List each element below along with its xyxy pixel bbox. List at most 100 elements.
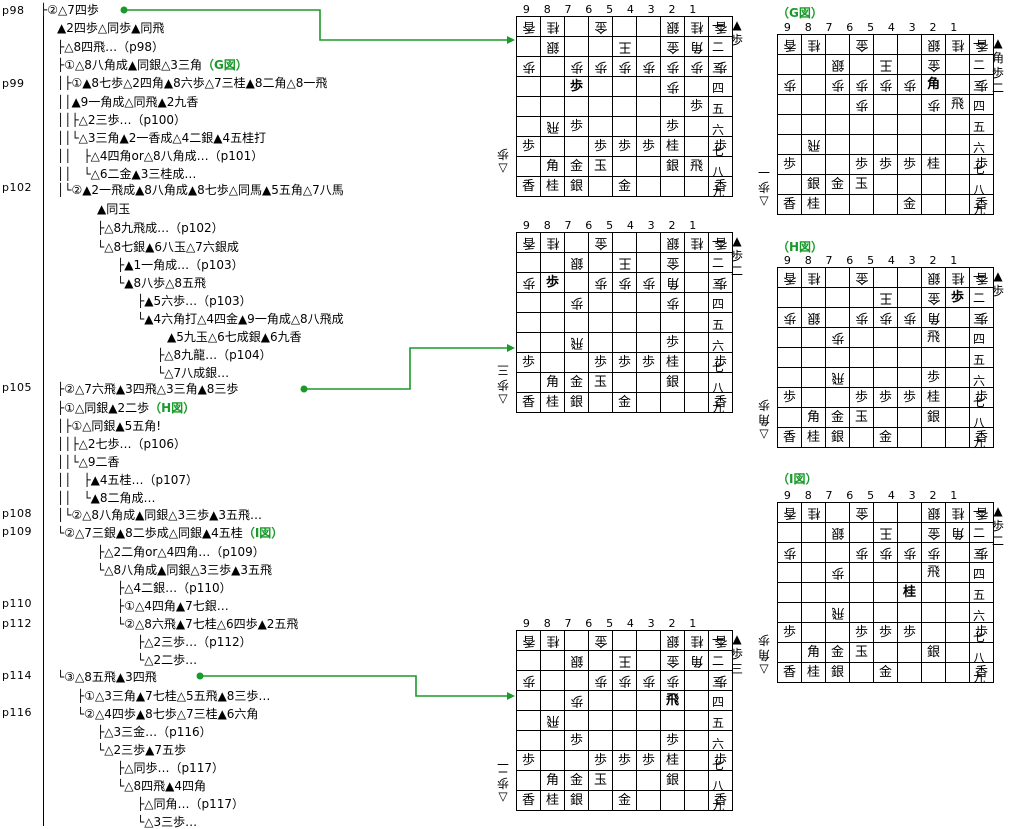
variation-line: ├△同角…（p117） (137, 797, 244, 811)
shogi-board: 香桂金銀桂香銀王金歩歩歩歩歩角歩歩歩飛歩歩歩歩歩桂歩角金玉銀香桂銀金香 (516, 232, 733, 413)
board-square: 桂 (945, 34, 970, 55)
board-square (636, 630, 661, 651)
board-square: 歩 (897, 154, 922, 175)
board-square (636, 392, 661, 413)
board-square (612, 630, 637, 651)
file-label: 3 (647, 617, 655, 630)
board-square: 歩 (612, 272, 637, 293)
board-square (849, 662, 874, 683)
variation-line: ├△4二銀…（p110） (117, 581, 232, 595)
rank-label: 一 (712, 235, 725, 249)
gote-hand: △ 歩 二 (497, 761, 510, 805)
board-square (660, 96, 685, 117)
board-square (825, 582, 850, 603)
rank-label: 二 (712, 39, 725, 54)
board-square: 飛 (684, 156, 709, 177)
board-square (873, 134, 898, 155)
file-label: 3 (908, 254, 916, 267)
board-square: 銀 (564, 392, 589, 413)
board-square: 香 (516, 16, 541, 37)
board-square (969, 54, 994, 75)
board-square: 歩 (660, 116, 685, 137)
board-square (945, 154, 970, 175)
board-square (564, 136, 589, 157)
board-square (801, 347, 826, 368)
file-label: 5 (867, 489, 875, 502)
board-square: 飛 (945, 94, 970, 115)
board-square: 香 (777, 502, 802, 523)
board-square: 歩 (897, 74, 922, 95)
rank-label: 五 (712, 716, 725, 731)
board-square (873, 502, 898, 523)
variation-line: └△8八角成▲同銀△3三歩▲3五飛 (97, 563, 273, 577)
board-square: 金 (825, 174, 850, 195)
board-square: 桂 (540, 16, 565, 37)
board-square (945, 134, 970, 155)
board-square: 歩 (636, 136, 661, 157)
board-square (921, 347, 946, 368)
board-square (945, 662, 970, 683)
rank-label: 四 (712, 695, 725, 710)
board-square (588, 312, 613, 333)
file-label: 5 (606, 219, 614, 232)
board-square (588, 292, 613, 313)
board-square (873, 194, 898, 215)
board-square (897, 174, 922, 195)
shogi-board: 香桂金銀桂香銀王金角歩歩歩歩歩歩歩飛桂飛歩歩歩歩歩角金玉銀香桂銀金香 (777, 502, 994, 683)
board-square (564, 16, 589, 37)
file-label: 9 (522, 617, 530, 630)
file-label: 5 (606, 3, 614, 16)
board-square: 銀 (660, 372, 685, 393)
board-square (516, 650, 541, 671)
board-square: 歩 (873, 307, 898, 328)
board-square (516, 116, 541, 137)
board-square (588, 690, 613, 711)
board-square: 角 (801, 407, 826, 428)
board-square (708, 252, 733, 273)
board-square: 歩 (897, 542, 922, 563)
rank-label: 六 (973, 373, 986, 388)
board-square (684, 332, 709, 353)
board-square (612, 690, 637, 711)
board-square: 金 (921, 287, 946, 308)
board-square (897, 114, 922, 135)
board-square (849, 582, 874, 603)
board-square (945, 622, 970, 643)
board-square: 歩 (969, 154, 994, 175)
page-label: p110 (2, 597, 32, 610)
file-label: 5 (867, 21, 875, 34)
board-square: 桂 (945, 502, 970, 523)
board-square: 金 (825, 642, 850, 663)
board-square: 角 (921, 74, 946, 95)
board-square (516, 372, 541, 393)
variation-line: ├①△8八角成▲同銀△3三角（G図） (57, 58, 248, 72)
file-label: 1 (689, 3, 697, 16)
board-square: 歩 (612, 670, 637, 691)
board-square: 桂 (660, 136, 685, 157)
variation-line: ├△同歩…（p117） (117, 761, 224, 775)
board-square: 歩 (612, 56, 637, 77)
board-square (873, 407, 898, 428)
board-square (897, 407, 922, 428)
board-square: 銀 (564, 176, 589, 197)
file-label: 4 (887, 254, 895, 267)
board-square (825, 347, 850, 368)
board-square: 歩 (516, 750, 541, 771)
board-square: 歩 (540, 272, 565, 293)
board-square (801, 94, 826, 115)
board-square (636, 176, 661, 197)
board-square: 歩 (660, 292, 685, 313)
board-square: 香 (516, 630, 541, 651)
rank-label: 二 (973, 57, 986, 72)
rank-label: 七 (973, 161, 986, 176)
board-square (636, 650, 661, 671)
file-label: 7 (825, 21, 833, 34)
rank-label: 一 (712, 633, 725, 647)
board-square: 香 (777, 662, 802, 683)
variation-line: ├①△4四角▲7七銀… (117, 599, 229, 613)
board-square (636, 790, 661, 811)
